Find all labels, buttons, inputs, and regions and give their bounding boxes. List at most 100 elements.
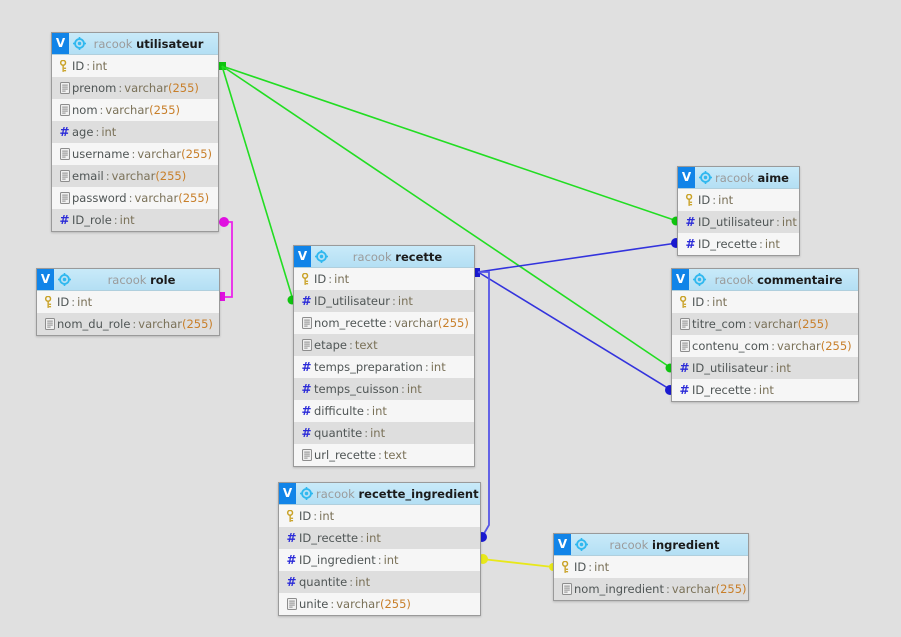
column-row[interactable]: email:varchar(255) bbox=[52, 165, 218, 187]
column-name: ID bbox=[72, 59, 85, 73]
column-row[interactable]: nom_du_role:varchar(255) bbox=[37, 313, 219, 335]
column-row[interactable]: #difficulte:int bbox=[294, 400, 474, 422]
column-row[interactable]: nom:varchar(255) bbox=[52, 99, 218, 121]
column-row[interactable]: username:varchar(255) bbox=[52, 143, 218, 165]
column-type: varchar(255) bbox=[336, 597, 411, 611]
column-name: nom_du_role bbox=[57, 317, 131, 331]
column-row[interactable]: prenom:varchar(255) bbox=[52, 77, 218, 99]
gear-icon[interactable] bbox=[54, 269, 74, 290]
text-field-icon bbox=[284, 598, 299, 610]
table-title-recette_ingredient: racook recette_ingredient bbox=[316, 487, 485, 501]
column-type: text bbox=[383, 448, 407, 462]
column-row[interactable]: nom_ingredient:varchar(255) bbox=[554, 578, 748, 600]
column-type: int bbox=[712, 295, 728, 309]
column-name: nom_ingredient bbox=[574, 582, 664, 596]
column-row[interactable]: #ID_recette:int bbox=[678, 233, 799, 255]
column-separator: : bbox=[128, 191, 133, 205]
column-type: int bbox=[718, 193, 734, 207]
column-row[interactable]: #quantite:int bbox=[279, 571, 480, 593]
column-type: varchar(255) bbox=[671, 582, 747, 596]
column-row[interactable]: password:varchar(255) bbox=[52, 187, 218, 209]
numeric-field-icon: # bbox=[286, 553, 297, 567]
gear-icon[interactable] bbox=[311, 246, 331, 267]
column-name: ID bbox=[698, 193, 711, 207]
text-field-icon bbox=[559, 583, 574, 595]
column-name: etape bbox=[314, 338, 348, 352]
column-row[interactable]: url_recette:text bbox=[294, 444, 474, 466]
column-row[interactable]: ID:int bbox=[554, 556, 748, 578]
table-name: role bbox=[150, 272, 176, 287]
column-row[interactable]: ID:int bbox=[279, 505, 480, 527]
primary-key-icon bbox=[57, 59, 72, 73]
gear-icon[interactable] bbox=[695, 167, 715, 188]
column-row[interactable]: ID:int bbox=[52, 55, 218, 77]
column-row[interactable]: #ID_utilisateur:int bbox=[678, 211, 799, 233]
column-row[interactable]: ID:int bbox=[672, 291, 858, 313]
column-row[interactable]: titre_com:varchar(255) bbox=[672, 313, 858, 335]
column-type: int bbox=[775, 361, 791, 375]
column-row[interactable]: unite:varchar(255) bbox=[279, 593, 480, 615]
gear-icon[interactable] bbox=[571, 534, 591, 555]
column-row[interactable]: ID:int bbox=[294, 268, 474, 290]
gear-icon[interactable] bbox=[69, 33, 89, 54]
text-field-icon bbox=[299, 449, 314, 461]
column-row[interactable]: #age:int bbox=[52, 121, 218, 143]
column-row[interactable]: #ID_ingredient:int bbox=[279, 549, 480, 571]
column-name: prenom bbox=[72, 81, 117, 95]
column-row[interactable]: etape:text bbox=[294, 334, 474, 356]
column-row[interactable]: #temps_cuisson:int bbox=[294, 378, 474, 400]
column-row[interactable]: #ID_role:int bbox=[52, 209, 218, 231]
table-title-role: racook role bbox=[74, 273, 215, 287]
gear-icon[interactable] bbox=[296, 483, 316, 504]
column-type: int bbox=[319, 509, 335, 523]
column-separator: : bbox=[71, 295, 76, 309]
column-row[interactable]: nom_recette:varchar(255) bbox=[294, 312, 474, 334]
column-row[interactable]: #ID_recette:int bbox=[672, 379, 858, 401]
column-type: varchar(255) bbox=[137, 147, 213, 161]
column-type: varchar(255) bbox=[777, 339, 852, 353]
column-separator: : bbox=[95, 125, 100, 139]
column-separator: : bbox=[132, 317, 137, 331]
column-name: ID_recette bbox=[698, 237, 758, 251]
column-type: int bbox=[355, 575, 371, 589]
column-row[interactable]: #temps_preparation:int bbox=[294, 356, 474, 378]
table-name: utilisateur bbox=[136, 36, 204, 51]
column-row[interactable]: ID:int bbox=[678, 189, 799, 211]
column-row[interactable]: ID:int bbox=[37, 291, 219, 313]
column-type: int bbox=[430, 360, 446, 374]
table-title-ingredient: racook ingredient bbox=[591, 538, 744, 552]
gear-icon[interactable] bbox=[689, 269, 709, 290]
column-row[interactable]: contenu_com:varchar(255) bbox=[672, 335, 858, 357]
column-name: ID_ingredient bbox=[299, 553, 376, 567]
text-field-icon bbox=[57, 148, 72, 160]
column-type: text bbox=[354, 338, 378, 352]
column-name: age bbox=[72, 125, 94, 139]
table-title-aime: racook aime bbox=[715, 171, 795, 185]
column-name: ID_utilisateur bbox=[314, 294, 391, 308]
rel-ingredient-recette_ingredient bbox=[478, 554, 557, 571]
table-title-utilisateur: racook utilisateur bbox=[89, 37, 214, 51]
column-name: ID_utilisateur bbox=[698, 215, 775, 229]
column-row[interactable]: #quantite:int bbox=[294, 422, 474, 444]
column-row[interactable]: #ID_utilisateur:int bbox=[294, 290, 474, 312]
column-row[interactable]: #ID_recette:int bbox=[279, 527, 480, 549]
column-separator: : bbox=[364, 426, 369, 440]
primary-key-icon bbox=[284, 509, 299, 523]
numeric-field-icon: # bbox=[301, 360, 312, 374]
column-row[interactable]: #ID_utilisateur:int bbox=[672, 357, 858, 379]
